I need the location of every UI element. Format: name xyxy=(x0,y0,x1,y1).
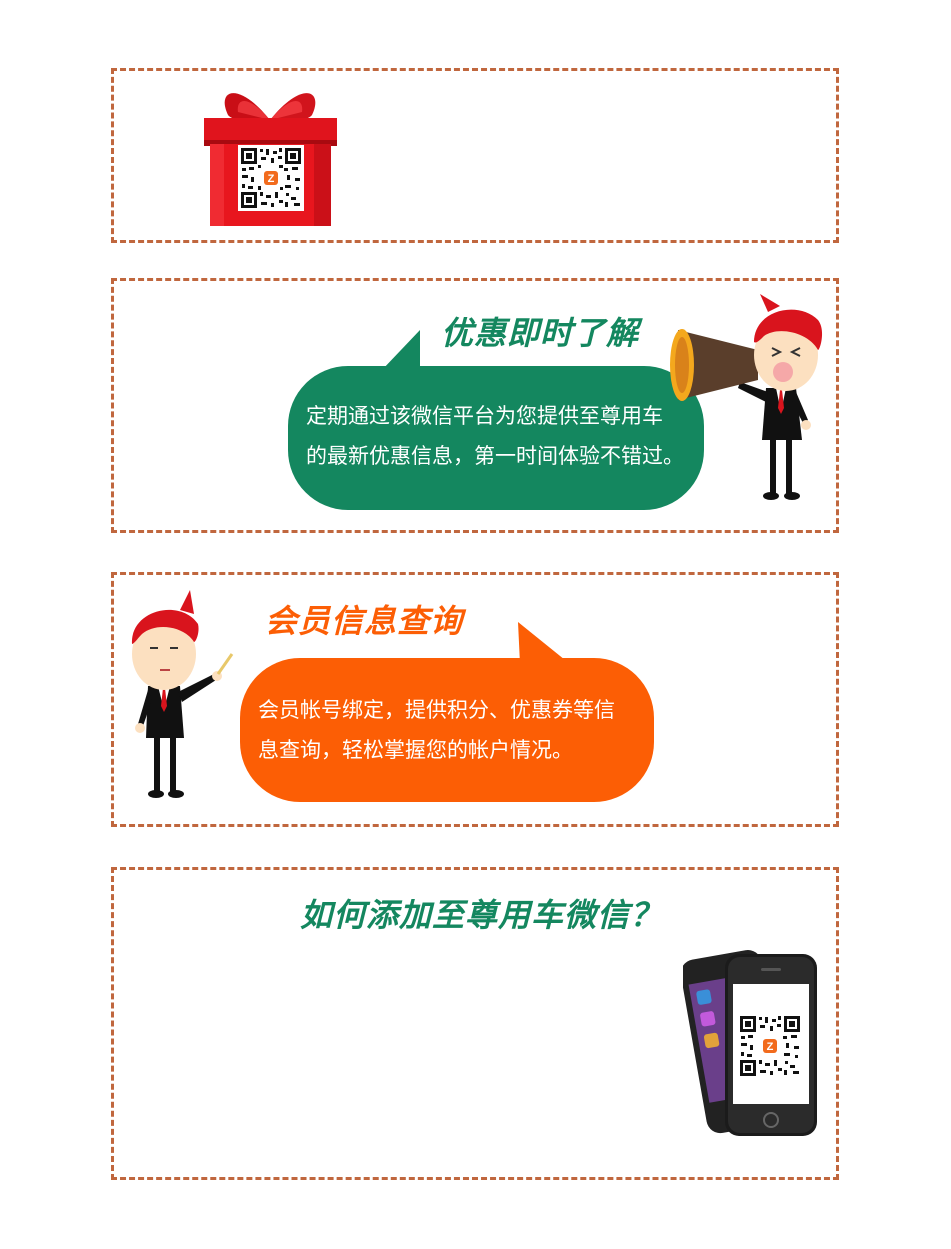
svg-text:Z: Z xyxy=(767,1041,774,1053)
deals-title: 优惠即时了解 xyxy=(441,314,640,352)
deals-text: 定期通过该微信平台为您提供至尊用车 的最新优惠信息，第一时间体验不错过。 xyxy=(306,396,706,476)
orange-speech-bubble xyxy=(238,622,658,804)
member-text: 会员帐号绑定，提供积分、优惠券等信 息查询，轻松掌握您的帐户情况。 xyxy=(258,690,658,770)
svg-text:Z: Z xyxy=(268,173,275,185)
gift-panel xyxy=(111,68,839,243)
green-speech-bubble xyxy=(288,330,708,510)
qr-code: Z xyxy=(238,145,304,211)
member-title: 会员信息查询 xyxy=(265,602,464,640)
member-text-line1: 会员帐号绑定，提供积分、优惠券等信 xyxy=(258,698,615,722)
phone-qr-code: Z xyxy=(737,1013,803,1079)
how-to-add-panel xyxy=(111,867,839,1180)
member-panel xyxy=(111,572,839,827)
deals-text-line1: 定期通过该微信平台为您提供至尊用车 xyxy=(306,404,663,428)
gift-box-icon xyxy=(198,80,343,228)
how-to-add-title: 如何添加至尊用车微信？ xyxy=(300,896,664,934)
deals-text-line2: 的最新优惠信息，第一时间体验不错过。 xyxy=(306,444,684,468)
member-text-line2: 息查询，轻松掌握您的帐户情况。 xyxy=(258,738,573,762)
man-with-megaphone-illustration xyxy=(668,290,828,505)
deals-panel xyxy=(111,278,839,533)
man-with-pointer-illustration xyxy=(120,588,240,803)
